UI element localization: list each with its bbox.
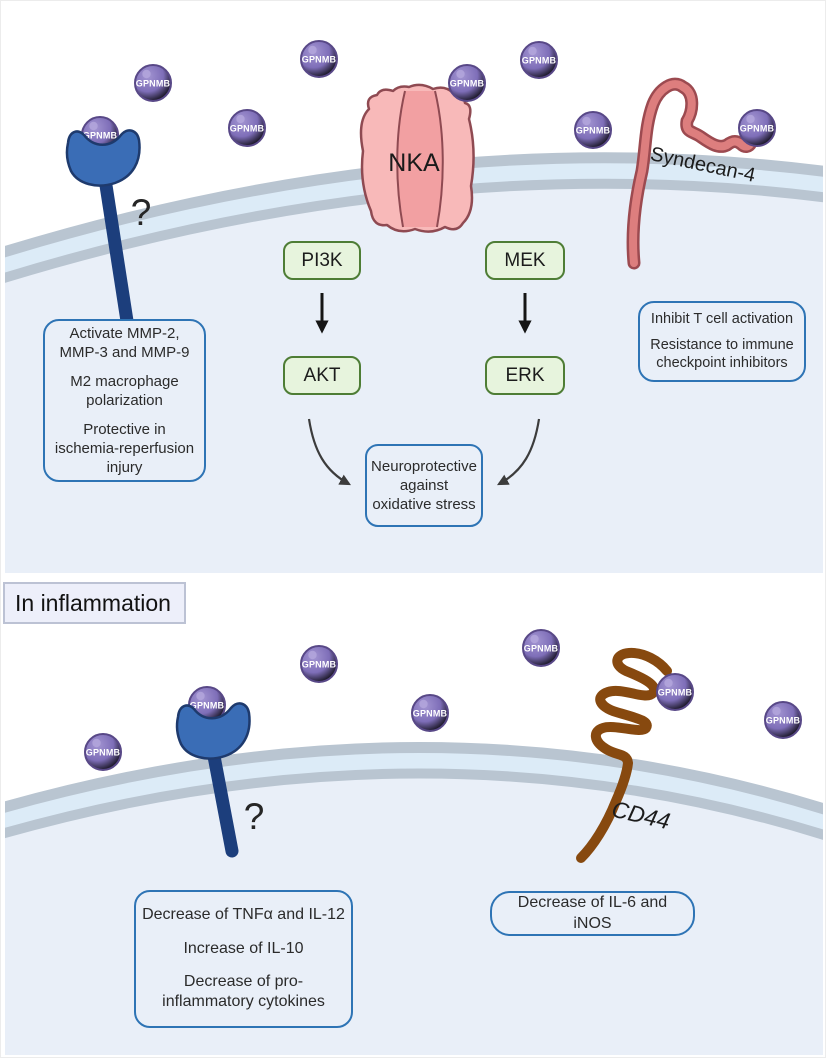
effect-line: Decrease of pro-inflammatory cytokines xyxy=(162,973,325,1011)
effect-line: Activate MMP-2, MMP-3 and MMP-9 xyxy=(59,324,190,361)
unknown-receptor-question-mark: ? xyxy=(244,796,265,837)
pathway-node-erk: ERK xyxy=(485,356,565,395)
inflammation-panel: ? CD44 xyxy=(5,629,823,1055)
gpnmb-molecule xyxy=(738,109,776,147)
gpnmb-molecule xyxy=(84,733,122,771)
effect-line: Decrease of TNFα and IL-12 xyxy=(142,906,345,924)
arrow-erk-to-neuroprotective xyxy=(496,418,541,486)
effect-line: Decrease of IL-6 and iNOS xyxy=(517,894,668,932)
signaling-effects-left-box: Activate MMP-2, MMP-3 and MMP-9 M2 macro… xyxy=(43,319,206,482)
inflammation-effects-right-box: Decrease of IL-6 and iNOS xyxy=(490,891,695,936)
gpnmb-molecule xyxy=(300,645,338,683)
effect-line: Inhibit T cell activation xyxy=(650,311,794,328)
syndecan4-receptor xyxy=(626,77,758,270)
gpnmb-molecule xyxy=(300,40,338,78)
cell-membrane-bottom xyxy=(5,742,823,1055)
cd44-receptor xyxy=(576,647,672,863)
gpnmb-molecule xyxy=(134,64,172,102)
nka-channel xyxy=(359,83,475,233)
neuroprotective-box: Neuroprotective against oxidative stress xyxy=(365,444,483,527)
unknown-receptor xyxy=(65,129,141,328)
cell-membrane-top xyxy=(5,152,823,573)
effect-line: Increase of IL-10 xyxy=(183,939,304,957)
effect-line: Neuroprotective against oxidative stress xyxy=(371,457,477,514)
gpnmb-molecule xyxy=(228,109,266,147)
effect-line: Protective in ischemia-reperfusion injur… xyxy=(54,421,195,477)
gpnmb-molecule xyxy=(520,41,558,79)
signaling-effects-right-box: Inhibit T cell activation Resistance to … xyxy=(638,301,806,382)
unknown-receptor-question-mark: ? xyxy=(131,192,152,233)
arrow-akt-to-neuroprotective xyxy=(307,418,352,486)
gpnmb-molecule xyxy=(574,111,612,149)
gpnmb-molecule xyxy=(656,673,694,711)
pathway-node-pi3k: PI3K xyxy=(283,241,361,280)
gpnmb-molecule xyxy=(522,629,560,667)
effect-line: M2 macrophage polarization xyxy=(70,372,179,409)
gpnmb-molecule xyxy=(764,701,802,739)
pathway-node-mek: MEK xyxy=(485,241,565,280)
unknown-receptor xyxy=(175,702,251,858)
pathway-node-akt: AKT xyxy=(283,356,361,395)
gpnmb-molecule xyxy=(448,64,486,102)
effect-line: Resistance to immune checkpoint inhibito… xyxy=(650,336,794,372)
gpnmb-molecule xyxy=(411,694,449,732)
signaling-panel: ? NKA Syndecan-4 xyxy=(5,40,823,573)
section-title-inflammation: In inflammation xyxy=(3,582,186,624)
inflammation-effects-left-box: Decrease of TNFα and IL-12 Increase of I… xyxy=(134,890,353,1028)
nka-label: NKA xyxy=(388,149,440,177)
